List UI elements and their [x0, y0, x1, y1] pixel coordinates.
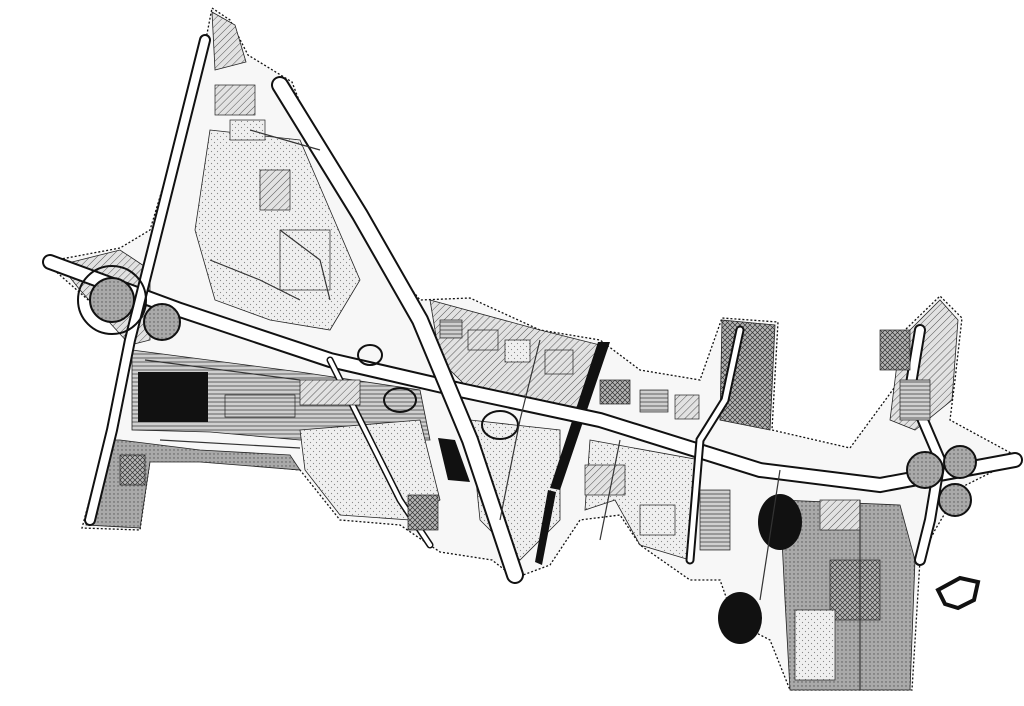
interchange-west: [77, 265, 181, 341]
solid-pond-east: [758, 494, 802, 550]
interchange-east: [906, 445, 977, 517]
parcel-north-tip: [211, 11, 247, 71]
solid-block-central: [438, 438, 470, 482]
parcel-north-triangle: [194, 129, 361, 331]
building-blocks: [119, 84, 931, 681]
solid-pond-south: [718, 592, 762, 644]
interchange-central: [357, 344, 519, 440]
isolated-feature-southeast: [935, 575, 981, 611]
solid-block-west: [138, 372, 208, 422]
local-streets: [144, 129, 861, 690]
solid-strip-rail-south: [535, 490, 556, 565]
parcel-east-middle: [584, 439, 701, 561]
